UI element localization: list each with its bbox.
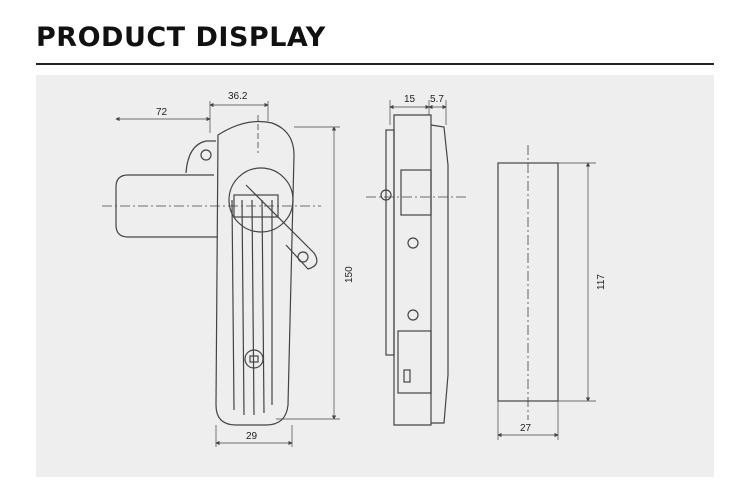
dim-36-2: 36.2 (228, 91, 248, 102)
side-bolt-3 (407, 309, 419, 321)
dim-150: 150 (344, 266, 355, 283)
dim-72: 72 (156, 107, 168, 118)
dim-15: 15 (404, 94, 416, 105)
side-handle-profile (430, 124, 449, 424)
lever-arm (115, 174, 218, 238)
side-bolt-1 (380, 189, 392, 201)
dim-117: 117 (596, 274, 607, 290)
handle-body (215, 120, 295, 426)
keyhole-slot (249, 355, 259, 363)
latch-hole (297, 251, 309, 263)
dim-5-7: 5.7 (430, 94, 444, 105)
groove-1 (231, 199, 235, 411)
groove-4 (261, 199, 265, 414)
side-key-slot (403, 369, 411, 383)
keyhole-icon (244, 349, 264, 369)
side-frame (393, 114, 432, 426)
pivot-hole (200, 149, 212, 161)
groove-3 (251, 199, 255, 416)
technical-drawing: 36.2 72 150 29 15 5.7 (102, 91, 607, 447)
title-divider (36, 63, 714, 65)
groove-2 (241, 199, 245, 416)
side-housing (400, 169, 432, 216)
back-view (497, 145, 596, 440)
pivot-tab (185, 140, 216, 174)
dim-29: 29 (246, 431, 258, 442)
side-bolt-2 (407, 237, 419, 249)
latch-bar (245, 184, 318, 270)
handle-boss (228, 167, 294, 233)
side-view (366, 100, 466, 426)
page-title: PRODUCT DISPLAY (36, 22, 326, 53)
side-lock-body (397, 330, 432, 394)
dim-27: 27 (520, 423, 532, 434)
technical-drawing-panel: 36.2 72 150 29 15 5.7 (36, 75, 714, 477)
side-mount-plate (385, 129, 395, 356)
front-view (102, 101, 340, 447)
